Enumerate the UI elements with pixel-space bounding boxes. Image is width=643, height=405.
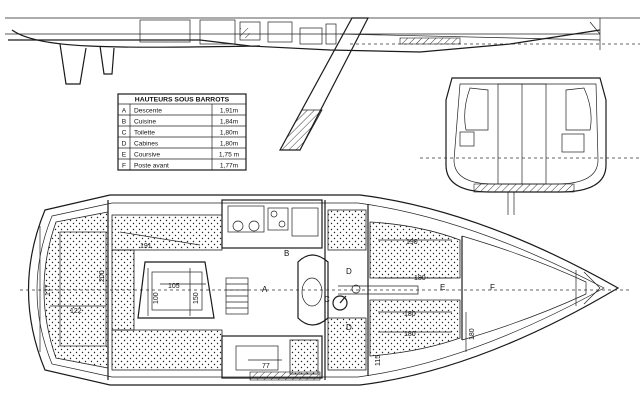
companionway-steps xyxy=(225,277,249,315)
dim-105: 105 xyxy=(168,283,180,290)
dim-191: 191 xyxy=(140,243,152,250)
hull-cross-section xyxy=(420,77,640,215)
row-value-f: 1,77m xyxy=(220,163,239,170)
keel-section-diagonal xyxy=(278,17,369,151)
row-name-c: Toilette xyxy=(134,130,155,137)
dim-115: 115 xyxy=(375,355,382,366)
row-name-a: Descente xyxy=(134,108,162,115)
dim-190: 190 xyxy=(406,239,418,246)
row-value-a: 1,91m xyxy=(220,108,239,115)
row-value-b: 1,84m xyxy=(220,119,239,126)
row-value-e: 1,75 m xyxy=(219,152,240,159)
dim-122: 122 xyxy=(70,308,82,315)
dim-180-c: 180 xyxy=(404,331,416,338)
label-a: A xyxy=(262,285,268,294)
row-key-e: E xyxy=(122,152,127,159)
row-key-d: D xyxy=(122,141,127,148)
dim-100: 100 xyxy=(153,292,160,304)
row-key-b: B xyxy=(122,119,127,126)
label-e: E xyxy=(440,283,445,292)
label-d-starboard: D xyxy=(346,267,352,276)
label-b: B xyxy=(284,249,289,258)
dim-177: 177 xyxy=(45,284,52,296)
row-key-a: A xyxy=(122,108,127,115)
side-profile xyxy=(5,17,640,85)
row-value-d: 1,80m xyxy=(220,141,239,148)
label-c: C xyxy=(324,295,330,304)
row-key-f: F xyxy=(122,163,126,170)
row-name-b: Cuisine xyxy=(134,119,156,126)
row-name-d: Cabines xyxy=(134,141,159,148)
plan-view xyxy=(20,194,630,386)
dimension-texts: 177 200 122 191 105 100 150 77 190 180 1… xyxy=(45,239,476,370)
dim-180-d: 180 xyxy=(469,328,476,340)
dim-180-b: 180 xyxy=(404,311,416,318)
dim-77: 77 xyxy=(262,363,270,370)
row-value-c: 1,80m xyxy=(220,130,239,137)
table-title: HAUTEURS SOUS BARROTS xyxy=(135,97,230,104)
row-name-e: Coursive xyxy=(134,152,160,159)
dim-150: 150 xyxy=(193,292,200,304)
height-table: HAUTEURS SOUS BARROTS A Descente 1,91m B… xyxy=(117,93,247,171)
row-name-f: Poste avant xyxy=(134,163,169,170)
label-f: F xyxy=(490,283,495,292)
galley xyxy=(221,199,323,249)
row-key-c: C xyxy=(122,130,127,137)
dim-200: 200 xyxy=(99,270,106,282)
plan-labels: A B C D D E F xyxy=(262,249,495,332)
dim-180-a: 180 xyxy=(414,275,426,282)
label-d-port: D xyxy=(346,323,352,332)
